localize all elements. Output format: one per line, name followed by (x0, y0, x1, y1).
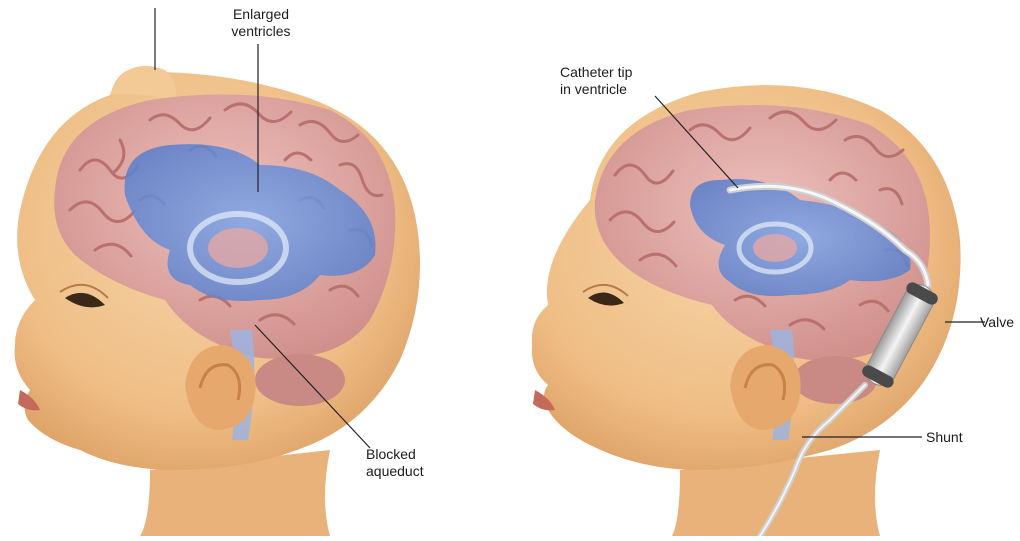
label-catheter-tip: Catheter tip in ventricle (560, 64, 632, 98)
label-blocked-aqueduct: Blocked aqueduct (366, 446, 424, 480)
label-shunt: Shunt (926, 429, 963, 446)
label-catheter-tip-line1: Catheter tip (560, 64, 632, 81)
label-catheter-tip-line2: in ventricle (560, 81, 632, 98)
label-enlarged-ventricles: Enlarged ventricles (218, 6, 304, 40)
left-cerebellum (255, 354, 345, 406)
label-shunt-text: Shunt (926, 429, 963, 446)
label-enlarged-ventricles-line2: ventricles (218, 23, 304, 40)
right-head (532, 85, 961, 536)
label-blocked-aqueduct-line2: aqueduct (366, 463, 424, 480)
label-enlarged-ventricles-line1: Enlarged (218, 6, 304, 23)
left-head (15, 66, 420, 536)
label-valve-text: Valve (980, 314, 1014, 331)
label-valve: Valve (980, 314, 1014, 331)
label-blocked-aqueduct-line1: Blocked (366, 446, 424, 463)
right-cerebellum (793, 356, 877, 404)
